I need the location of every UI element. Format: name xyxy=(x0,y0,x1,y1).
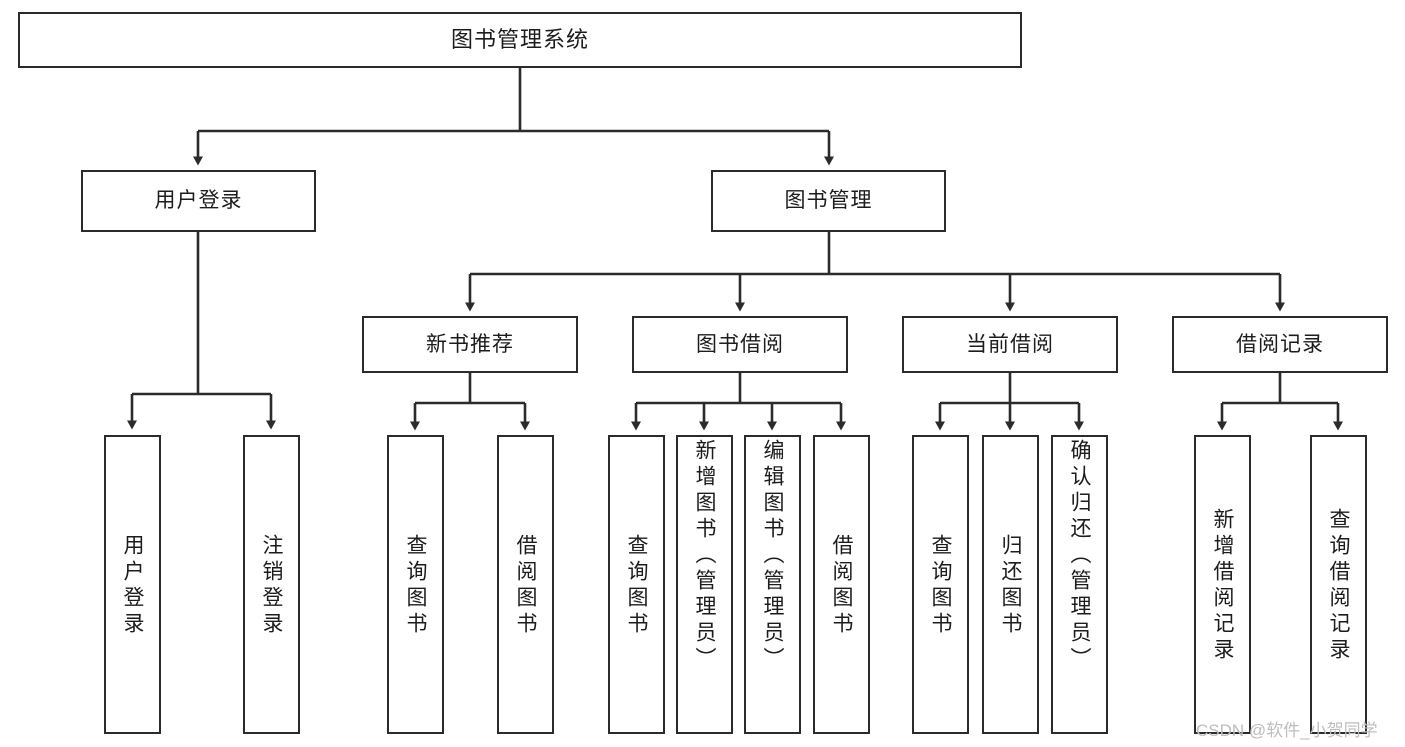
node-leaf-confirm-return[interactable]: 确认归还（管理员） xyxy=(1051,435,1108,734)
node-label: 新增借阅记录 xyxy=(1211,507,1234,664)
node-leaf-logout[interactable]: 注销登录 xyxy=(243,435,300,734)
node-label: 当前借阅 xyxy=(966,332,1054,356)
node-current-borrow[interactable]: 当前借阅 xyxy=(902,316,1118,373)
node-book-borrow[interactable]: 图书借阅 xyxy=(632,316,848,373)
node-label: 新书推荐 xyxy=(426,332,514,356)
node-book-management[interactable]: 图书管理 xyxy=(711,170,946,232)
node-label: 图书管理系统 xyxy=(450,26,589,52)
node-label: 用户登录 xyxy=(154,189,243,213)
node-leaf-query-book-current[interactable]: 查询图书 xyxy=(912,435,969,734)
node-label: 借阅图书 xyxy=(514,533,537,638)
node-leaf-return-book[interactable]: 归还图书 xyxy=(982,435,1039,734)
node-leaf-borrow-book-recommend[interactable]: 借阅图书 xyxy=(497,435,554,734)
node-leaf-borrow-book[interactable]: 借阅图书 xyxy=(813,435,870,734)
node-label: 归还图书 xyxy=(999,533,1022,638)
node-root-book-management-system[interactable]: 图书管理系统 xyxy=(18,12,1022,68)
node-borrow-record[interactable]: 借阅记录 xyxy=(1172,316,1388,373)
node-label: 新增图书（管理员） xyxy=(693,439,716,673)
node-new-book-recommend[interactable]: 新书推荐 xyxy=(362,316,578,373)
node-leaf-query-borrow-record[interactable]: 查询借阅记录 xyxy=(1310,435,1367,734)
csdn-watermark: CSDN @软件_小贺同学 xyxy=(1196,721,1378,740)
node-label: 图书管理 xyxy=(784,189,873,213)
node-leaf-add-book[interactable]: 新增图书（管理员） xyxy=(676,435,733,734)
node-label: 查询图书 xyxy=(625,533,648,638)
node-label: 用户登录 xyxy=(121,533,144,638)
node-label: 查询借阅记录 xyxy=(1327,507,1350,664)
node-leaf-edit-book[interactable]: 编辑图书（管理员） xyxy=(744,435,801,734)
node-label: 编辑图书（管理员） xyxy=(761,439,784,673)
node-leaf-add-borrow-record[interactable]: 新增借阅记录 xyxy=(1194,435,1251,734)
node-leaf-user-login[interactable]: 用户登录 xyxy=(104,435,161,734)
node-leaf-query-book-borrow[interactable]: 查询图书 xyxy=(608,435,665,734)
node-label: 注销登录 xyxy=(260,533,283,638)
node-leaf-query-book-recommend[interactable]: 查询图书 xyxy=(387,435,444,734)
node-label: 借阅图书 xyxy=(830,533,853,638)
node-label: 确认归还（管理员） xyxy=(1068,439,1091,673)
node-label: 图书借阅 xyxy=(696,332,784,356)
node-label: 借阅记录 xyxy=(1236,332,1324,356)
node-label: 查询图书 xyxy=(929,533,952,638)
node-label: 查询图书 xyxy=(404,533,427,638)
node-user-login[interactable]: 用户登录 xyxy=(81,170,316,232)
